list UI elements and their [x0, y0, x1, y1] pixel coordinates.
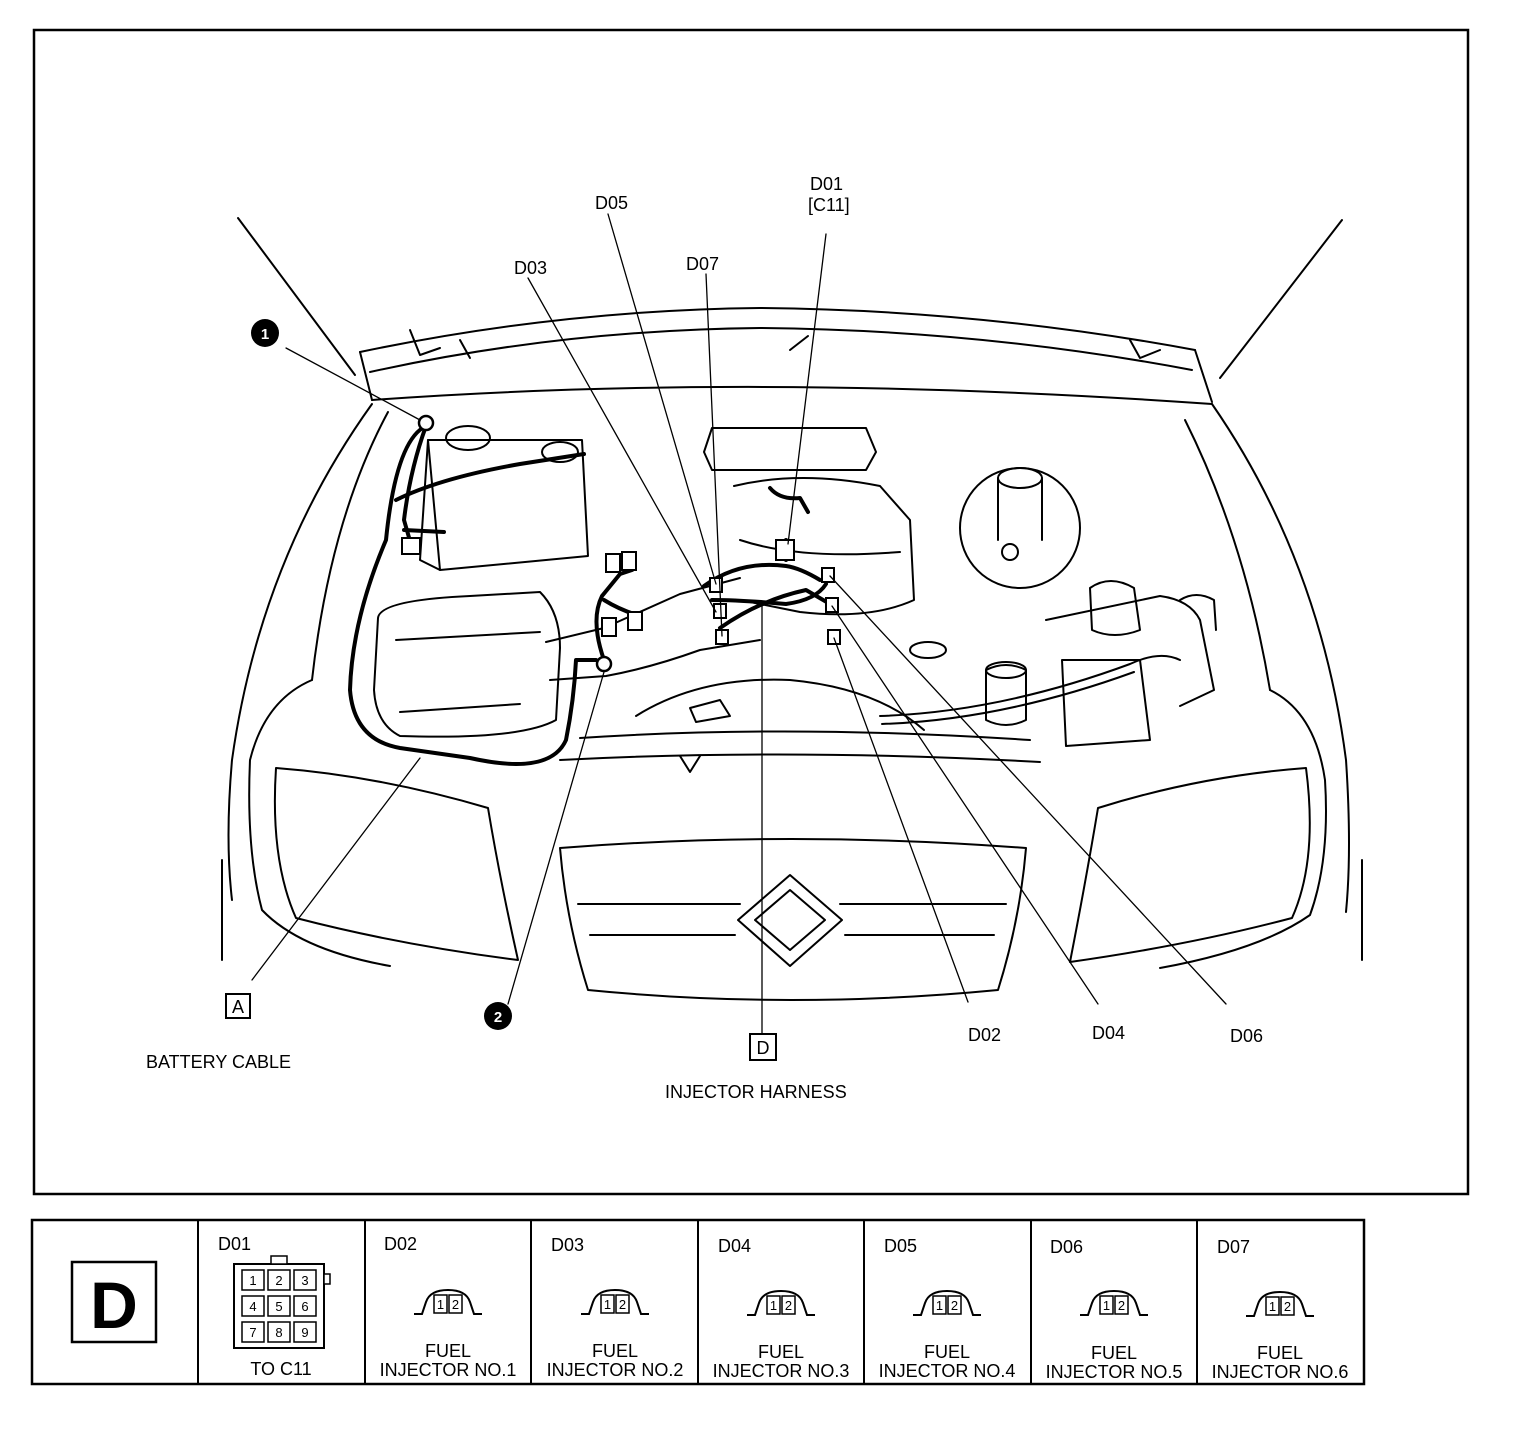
callout-marker-2-number: 2 [494, 1009, 502, 1026]
legend-d02-line1: FUEL [425, 1341, 471, 1361]
connector-d01-9pin: 1 2 3 4 5 6 7 8 9 [233, 1255, 331, 1349]
callout-d01: D01 [810, 174, 843, 194]
d04-pin-2: 2 [785, 1298, 792, 1313]
callout-d03: D03 [514, 258, 547, 278]
callout-box-a-letter: A [232, 997, 244, 1017]
d03-pin-2: 2 [619, 1297, 626, 1312]
legend-d07-line2: INJECTOR NO.6 [1212, 1362, 1349, 1382]
legend-d02-line2: INJECTOR NO.1 [380, 1360, 517, 1380]
d05-pin-2: 2 [951, 1298, 958, 1313]
d06-pin-2: 2 [1118, 1298, 1125, 1313]
d01-pin-1: 1 [249, 1273, 256, 1288]
connector-d06-2pin: 1 2 [1080, 1289, 1148, 1316]
ground-point-2 [595, 655, 613, 673]
legend-d07-code: D07 [1217, 1237, 1250, 1257]
connector-d07-2pin: 1 2 [1246, 1290, 1314, 1317]
d07-pin-1: 1 [1269, 1299, 1276, 1314]
callout-box-d [749, 1033, 777, 1061]
d01-pin-3: 3 [301, 1273, 308, 1288]
connector-d03-2pin: 1 2 [581, 1288, 649, 1315]
legend-d03-line1: FUEL [592, 1341, 638, 1361]
figure-frame [32, 28, 1470, 1196]
injector-harness-wires [594, 486, 841, 662]
battery-cable-harness [348, 424, 598, 766]
d07-pin-2: 2 [1284, 1299, 1291, 1314]
legend-d01-caption: TO C11 [250, 1359, 311, 1379]
legend-d04-code: D04 [718, 1236, 751, 1256]
d01-pin-5: 5 [275, 1299, 282, 1314]
callout-d06: D06 [1230, 1026, 1263, 1046]
connector-d04-2pin: 1 2 [747, 1289, 815, 1316]
callout-d07: D07 [686, 254, 719, 274]
callout-d05: D05 [595, 193, 628, 213]
leader-lines [251, 213, 1227, 1035]
d01-pin-7: 7 [249, 1325, 256, 1340]
d04-pin-1: 1 [770, 1298, 777, 1313]
callout-box-d-letter: D [757, 1038, 770, 1058]
callout-d02: D02 [968, 1025, 1001, 1045]
d02-pin-2: 2 [452, 1297, 459, 1312]
legend-d06-code: D06 [1050, 1237, 1083, 1257]
d06-pin-1: 1 [1103, 1298, 1110, 1313]
callout-d01-sub: [C11] [808, 195, 850, 215]
ground-point-1 [417, 414, 435, 432]
legend-group-box [70, 1260, 158, 1344]
injector-harness-label: INJECTOR HARNESS [665, 1082, 847, 1102]
callout-box-a [225, 993, 251, 1019]
legend-d04-line1: FUEL [758, 1342, 804, 1362]
legend-d03-code: D03 [551, 1235, 584, 1255]
callout-marker-1 [251, 319, 279, 347]
legend-d01-code: D01 [218, 1234, 251, 1254]
legend-d03-line2: INJECTOR NO.2 [547, 1360, 684, 1380]
d01-pin-8: 8 [275, 1325, 282, 1340]
legend-d04-line2: INJECTOR NO.3 [713, 1361, 850, 1381]
legend-group-letter: D [90, 1268, 138, 1342]
d01-pin-6: 6 [301, 1299, 308, 1314]
legend-d07-line1: FUEL [1257, 1343, 1303, 1363]
callout-marker-1-number: 1 [261, 326, 269, 343]
callout-marker-2 [484, 1002, 512, 1030]
legend-d05-line1: FUEL [924, 1342, 970, 1362]
vehicle-drawing [221, 217, 1363, 1001]
callout-d04: D04 [1092, 1023, 1125, 1043]
d03-pin-1: 1 [604, 1297, 611, 1312]
d05-pin-1: 1 [936, 1298, 943, 1313]
connector-d05-2pin: 1 2 [913, 1289, 981, 1316]
battery-cable-label: BATTERY CABLE [146, 1052, 291, 1072]
legend-d06-line1: FUEL [1091, 1343, 1137, 1363]
d01-pin-2: 2 [275, 1273, 282, 1288]
d01-pin-4: 4 [249, 1299, 256, 1314]
legend-d05-line2: INJECTOR NO.4 [879, 1361, 1016, 1381]
d02-pin-1: 1 [437, 1297, 444, 1312]
legend-d06-line2: INJECTOR NO.5 [1046, 1362, 1183, 1382]
d01-pin-9: 9 [301, 1325, 308, 1340]
connector-legend-table: D D01 1 2 3 4 5 6 7 8 9 TO C11 [30, 1218, 1366, 1386]
legend-d02-code: D02 [384, 1234, 417, 1254]
connector-d02-2pin: 1 2 [414, 1288, 482, 1315]
legend-d05-code: D05 [884, 1236, 917, 1256]
